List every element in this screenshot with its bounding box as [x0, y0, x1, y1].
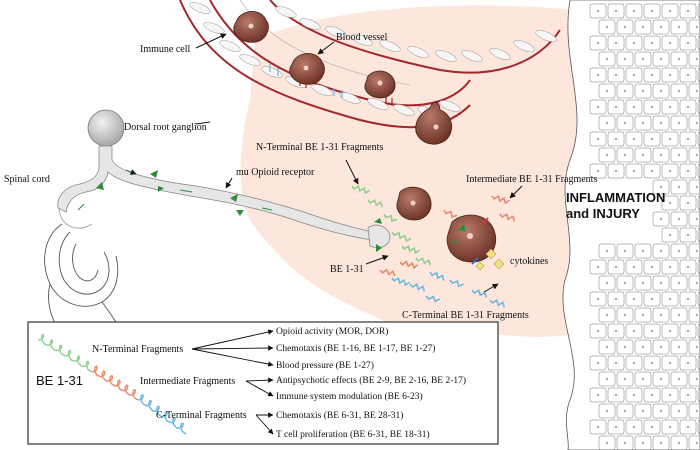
label-c-terminal: C-Terminal BE 1-31 Fragments	[402, 310, 529, 321]
vessel-receptors	[269, 64, 393, 106]
legend-effect: Chemotaxis (BE 1-16, BE 1-17, BE 1-27)	[276, 343, 435, 354]
nerve-terminal	[367, 224, 391, 248]
legend-arrow	[245, 377, 274, 383]
legend-effect: Chemotaxis (BE 6-31, BE 28-31)	[276, 410, 403, 421]
neuron	[57, 109, 391, 248]
label-spinal-cord: Spinal cord	[4, 174, 50, 185]
legend-arrow	[191, 329, 274, 350]
annotation-arrows	[195, 33, 523, 293]
label-mu-opioid-receptor: mu Opioid receptor	[236, 167, 315, 178]
legend-group-1: Intermediate Fragments	[140, 376, 235, 387]
legend-effect: T cell proliferation (BE 6-31, BE 18-31)	[276, 429, 430, 440]
label-immune-cell: Immune cell	[140, 44, 190, 55]
mu-opioid-receptors	[96, 170, 466, 252]
immune-cells	[233, 11, 497, 263]
label-n-terminal: N-Terminal BE 1-31 Fragments	[256, 142, 383, 153]
legend-title: BE 1-31	[36, 373, 83, 388]
legend-box: BE 1-31 N-Terminal Fragments Opioid activ…	[27, 321, 499, 445]
peptide-fragments	[351, 184, 516, 308]
legend-arrow	[255, 414, 274, 435]
legend-effect: Antipsychotic effects (BE 2-9, BE 2-16, …	[276, 375, 466, 386]
legend-arrow	[191, 345, 274, 351]
cell-receptors	[452, 217, 489, 265]
neuron-transport-arrows	[77, 169, 273, 211]
cytokines	[475, 248, 505, 271]
legend-effect: Immune system modulation (BE 6-23)	[276, 391, 423, 402]
label-cytokines: cytokines	[510, 256, 548, 267]
legend-effect: Opioid activity (MOR, DOR)	[276, 326, 388, 337]
legend-arrow	[191, 348, 274, 367]
legend-group-2: C-Terminal Fragments	[156, 410, 247, 421]
legend-effect: Blood pressure (BE 1-27)	[276, 360, 374, 371]
dorsal-root-ganglion	[87, 109, 125, 147]
legend-helix	[37, 333, 187, 435]
label-dorsal-root-ganglion: Dorsal root ganglion	[124, 122, 207, 133]
label-blood-vessel: Blood vessel	[336, 32, 388, 43]
label-intermediate: Intermediate BE 1-31 Fragments	[466, 174, 597, 185]
tissue-layer	[562, 0, 700, 450]
label-be-1-31: BE 1-31	[330, 264, 364, 275]
label-and-injury: and INJURY	[566, 206, 640, 221]
legend-arrow	[245, 380, 274, 397]
label-inflammation: INFLAMMATION	[566, 190, 665, 205]
legend-group-0: N-Terminal Fragments	[92, 344, 183, 355]
immune-cell-4	[415, 101, 453, 145]
